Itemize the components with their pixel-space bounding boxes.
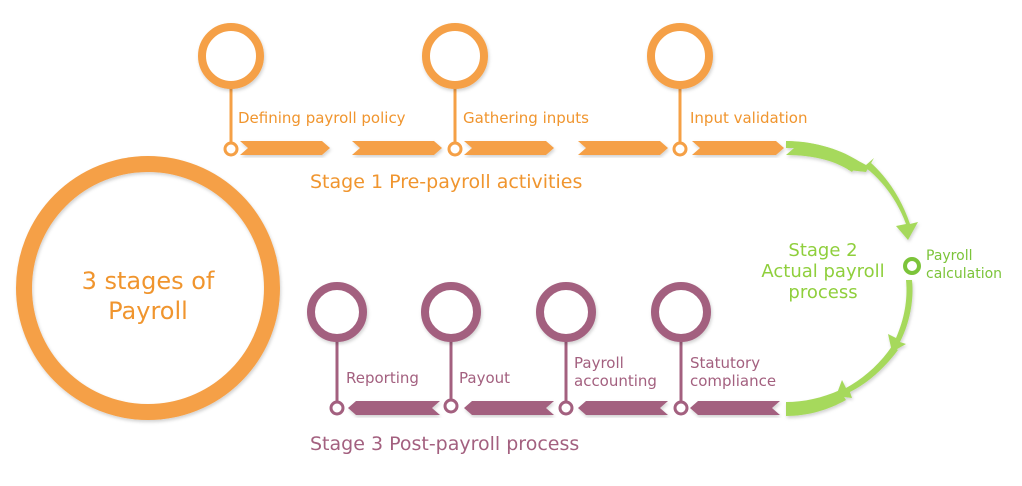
center-title-line2: Payroll (108, 297, 188, 325)
stage1-pin-1 (198, 23, 264, 157)
stage2-title-line1: Stage 2 (788, 240, 858, 261)
stage3-pin-4 (651, 282, 711, 416)
stage2-arrow (786, 141, 860, 172)
stage1-step-label-1: Defining payroll policy (238, 109, 406, 127)
stage2-step-label: Payroll calculation (926, 247, 1002, 283)
stage1-arrow (352, 141, 442, 155)
stage3-step-2-line1: Payout (459, 369, 511, 387)
stage3-arrow (348, 401, 440, 415)
stage1-arrow-track (240, 141, 784, 155)
stage2-pin (903, 257, 921, 275)
stage2-arrow (866, 162, 918, 240)
stage3-step-3-line2: accounting (574, 372, 657, 390)
stage3-title: Stage 3 Post-payroll process (310, 433, 580, 455)
center-title-line1: 3 stages of (81, 267, 215, 295)
stage3-step-label-3: Payroll accounting (574, 354, 657, 390)
stage2-title: Stage 2 Actual payroll process (738, 240, 908, 303)
center-title: 3 stages of Payroll (62, 266, 234, 326)
stage1-step-label-3: Input validation (690, 109, 808, 127)
stage3-arrow (464, 401, 554, 415)
stage3-step-1-line1: Reporting (346, 369, 419, 387)
stage3-step-4-line1: Statutory (690, 354, 761, 372)
stage1-pin-2 (422, 23, 488, 157)
stage2-step-line1: Payroll (926, 248, 973, 264)
stage3-arrow (690, 401, 780, 415)
stage3-step-4-line2: compliance (690, 372, 777, 390)
stage3-step-label-2: Payout (459, 369, 510, 387)
stage1-arrow (692, 141, 784, 155)
stage1-arrow (464, 141, 554, 155)
stage1-pin-3 (647, 23, 713, 157)
stage3-pin-3 (536, 282, 596, 416)
stage3-step-label-1: Reporting (346, 369, 419, 387)
stage3-arrow (578, 401, 668, 415)
stage2-step-line2: calculation (926, 266, 1003, 282)
stage2-arrow (888, 280, 913, 352)
stage3-step-label-4: Statutory compliance (690, 354, 776, 390)
center-ring (16, 156, 280, 420)
stage2-arc (786, 141, 918, 416)
stage3-pin-2 (421, 282, 481, 414)
stage1-title: Stage 1 Pre-payroll activities (310, 171, 583, 193)
stage1-arrow (578, 141, 668, 155)
stage3-pin-1 (307, 282, 367, 416)
stage2-title-line2: Actual payroll (761, 261, 885, 282)
stage3-arrow-track (348, 401, 780, 415)
stage2-arrow (786, 390, 846, 416)
stage2-arrow (836, 346, 898, 398)
stage3-step-3-line1: Payroll (574, 354, 624, 372)
stage1-step-label-2: Gathering inputs (463, 109, 589, 127)
stage1-arrow (240, 141, 330, 155)
stage2-title-line3: process (788, 282, 858, 303)
